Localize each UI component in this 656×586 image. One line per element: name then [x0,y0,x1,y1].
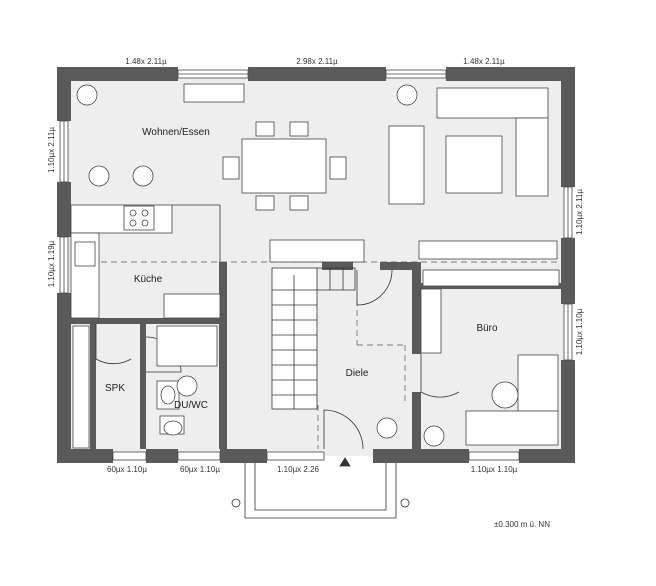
dining-table [222,121,347,211]
dim-right-lower-window: 1.10µx 1.10µ [575,308,584,355]
kitchen-counter [70,204,221,319]
pantry-shelves [72,325,90,449]
dim-left-upper-window: 1.10µx 2.11µ [47,127,56,173]
room-label-wohnen-essen: Wohnen/Essen [142,127,210,138]
office-furniture [269,239,560,446]
dim-right-upper-window: 1.10µx 2.11µ [575,189,584,235]
entrance-platform [231,457,410,519]
level-note: ±0.300 m ü. NN [494,520,550,529]
room-label-spk: SPK [105,383,125,394]
room-label-diele: Diele [346,368,369,379]
dim-bottom-entry-window: 1.10µx 2.26 [277,465,320,474]
armchairs [88,165,154,187]
room-label-du-wc: DU/WC [174,400,208,411]
staircase [271,267,356,410]
dim-bottom-buero-window: 1.10µx 1.10µ [471,465,518,474]
bathroom-fixtures [156,325,218,436]
windows [59,69,573,461]
dim-top-right-window: 1.48x 2.11µ [463,57,505,66]
dim-bottom-spk-window: 60µx 1.10µ [107,465,147,474]
dim-top-left-window: 1.48x 2.11µ [125,57,167,66]
room-label-buero: Büro [476,323,498,334]
dim-top-center-window: 2.98x 2.11µ [296,57,338,66]
dim-left-lower-window: 1.10µx 1.19µ [47,240,56,287]
dim-bottom-duwc-window: 60µx 1.10µ [180,465,220,474]
exterior-walls [57,67,575,463]
sofa-group [183,83,549,205]
plants [76,84,445,447]
room-label-kueche: Küche [134,274,163,285]
